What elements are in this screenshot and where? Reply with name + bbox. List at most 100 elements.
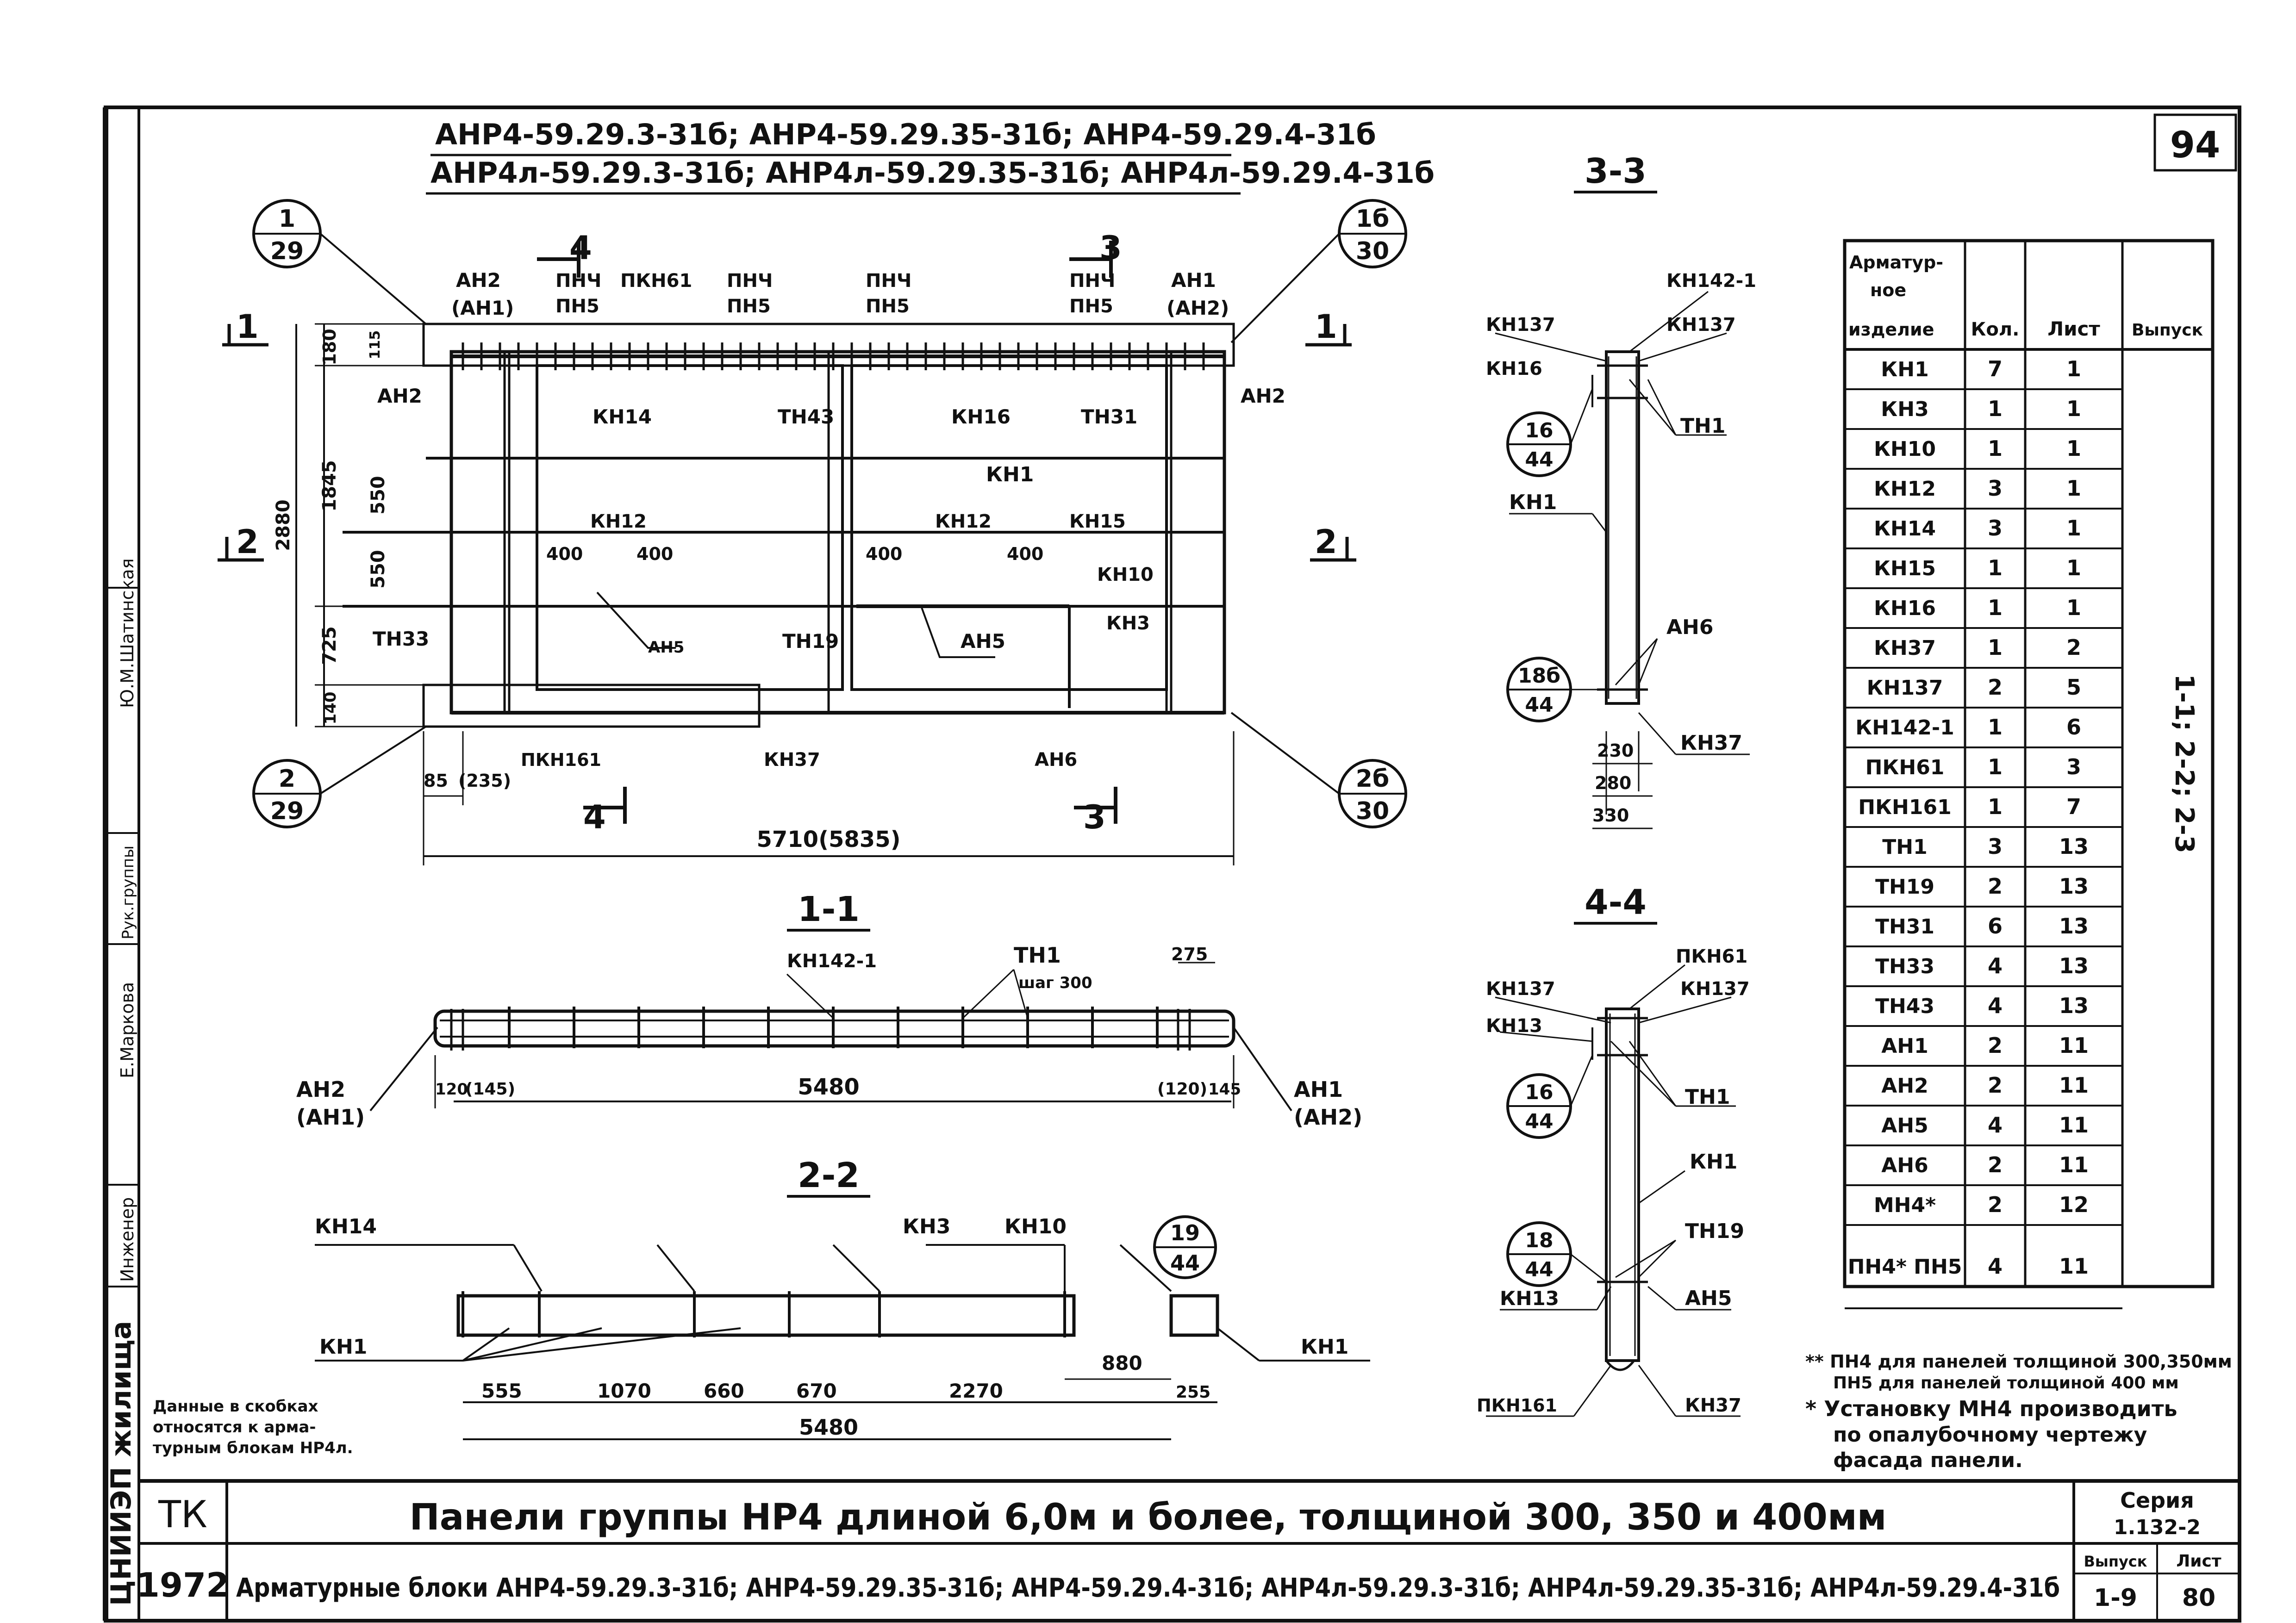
lbl-tn31: ТН31 [1081, 405, 1137, 428]
table-cell-qty: 1 [1988, 595, 2003, 620]
lbl-kn1: КН1 [986, 463, 1034, 486]
tb-subtitle: Арматурные блоки АНР4-59.29.3-31б; АНР4-… [236, 1573, 2060, 1603]
note-5: фасада панели. [1833, 1449, 2023, 1472]
lbl-pnch1: ПНЧ [555, 270, 601, 292]
table-cell-qty: 1 [1988, 715, 2003, 740]
s44-kn1: КН1 [1690, 1150, 1737, 1174]
lbl-kn3: КН3 [1106, 613, 1150, 634]
s33-kn37: КН37 [1680, 731, 1742, 755]
lbl-kn16: КН16 [951, 405, 1011, 428]
table-cell-qty: 2 [1988, 1033, 2003, 1058]
s44-c16-bottom: 44 [1525, 1110, 1553, 1133]
table-cell-item: КН15 [1874, 557, 1936, 580]
lbl-an5b: АН5 [961, 630, 1005, 653]
s22-c19-bottom: 44 [1170, 1250, 1200, 1275]
table-cell-item: МН4* [1874, 1194, 1936, 1217]
table-cell-item: АН2 [1881, 1074, 1928, 1098]
dim-725: 725 [319, 626, 340, 665]
table-cell-sheet: 11 [2059, 1152, 2089, 1177]
lbl-kn37: КН37 [764, 749, 820, 771]
tb-seria-label: Серия [2120, 1488, 2194, 1513]
title-block: ТК 1972 Панели группы НР4 длиной 6,0м и … [137, 1479, 2240, 1621]
side-note-l2: относятся к арма- [153, 1418, 316, 1436]
title-2-2: 2-2 [798, 1156, 860, 1195]
table-cell-qty: 4 [1988, 953, 2003, 978]
s33-d230: 230 [1597, 740, 1634, 761]
section-4-4: 4-4 ПКН61 КН137 КН137 КН13 [1477, 883, 1750, 1417]
tb-list-label: Лист [2176, 1552, 2221, 1571]
section-2-2: 2-2 КН14 КН3 КН10 КН1 КН1 19 44 555 1070… [315, 1156, 1370, 1440]
table-cell-item: ТН19 [1875, 875, 1934, 899]
s11-d120p: (120) [1157, 1080, 1207, 1099]
dim-115: 115 [367, 330, 383, 360]
dim-400d: 400 [1007, 544, 1043, 564]
dim-140: 140 [321, 692, 340, 725]
s11-an2: АН2 [296, 1077, 345, 1102]
lbl-kn10: КН10 [1097, 564, 1154, 585]
s44-kn13a: КН13 [1486, 1015, 1542, 1037]
lbl-pn5b: ПН5 [727, 296, 771, 317]
cut-mark-3-bottom: 3 [1083, 798, 1106, 836]
th-qty: Кол. [1971, 319, 2020, 340]
th-item-l2: ное [1870, 280, 1906, 300]
s22-d880: 880 [1102, 1352, 1142, 1374]
table-cell-qty: 2 [1988, 1192, 2003, 1217]
s44-kn13b: КН13 [1500, 1287, 1559, 1310]
table-cell-sheet: 2 [2066, 635, 2081, 660]
lbl-pnch3: ПНЧ [866, 270, 911, 292]
table-cell-qty: 3 [1988, 834, 2003, 859]
lbl-pn5a: ПН5 [555, 296, 599, 317]
lbl-kn12b: КН12 [935, 511, 992, 532]
s33-d330: 330 [1592, 805, 1629, 826]
s33-kn137b: КН137 [1666, 314, 1736, 336]
lbl-an2c: АН2 [377, 385, 422, 407]
strip-role1: Инженер [117, 1197, 137, 1282]
table-issue-value: 1-1; 2-2; 2-3 [2169, 674, 2199, 853]
dim-400a: 400 [546, 544, 583, 564]
s11-d120: 120 [435, 1080, 468, 1099]
lbl-pkn61: ПКН61 [620, 270, 692, 292]
strip-name1: Е.Маркова [117, 982, 137, 1078]
s33-tn1: ТН1 [1680, 414, 1725, 438]
table-cell-item: КН1 [1881, 358, 1928, 381]
tb-issue-label: Выпуск [2084, 1553, 2147, 1570]
table-cell-sheet: 13 [2059, 993, 2089, 1018]
title-4-4: 4-4 [1585, 883, 1647, 922]
table-cell-item: КН16 [1874, 597, 1936, 620]
table-cell-sheet: 11 [2059, 1113, 2089, 1138]
s33-d280: 280 [1595, 773, 1631, 793]
lbl-pnch4: ПНЧ [1069, 270, 1115, 292]
lbl-kn15: КН15 [1069, 511, 1126, 532]
table-cell-qty: 3 [1988, 476, 2003, 501]
s11-step: шаг 300 [1018, 974, 1092, 992]
lbl-pn5c: ПН5 [866, 296, 910, 317]
note-1: ** ПН4 для панелей толщиной 300,350мм [1805, 1351, 2232, 1372]
s22-d2270: 2270 [949, 1380, 1003, 1402]
s11-tn1: ТН1 [1014, 943, 1061, 968]
table-cell-sheet: 13 [2059, 914, 2089, 939]
table-cell-sheet: 11 [2059, 1073, 2089, 1098]
table-cell-sheet: 13 [2059, 953, 2089, 978]
callout-2-top: 2 [279, 765, 295, 793]
elevation-view: 1 29 1б 30 2 29 2б 30 4 3 4 3 1 1 2 2 АН… [218, 199, 1407, 865]
table-cell-sheet: 1 [2066, 396, 2081, 421]
s44-kn137a: КН137 [1486, 978, 1555, 1000]
table-cell-sheet: 12 [2059, 1192, 2089, 1217]
table-cell-sheet: 11 [2059, 1254, 2089, 1279]
note-2: ПН5 для панелей толщиной 400 мм [1833, 1374, 2179, 1393]
table-cell-qty: 1 [1988, 635, 2003, 660]
callout-2b-bottom: 30 [1356, 797, 1389, 825]
tb-list: 80 [2182, 1584, 2215, 1612]
notes: ** ПН4 для панелей толщиной 300,350мм ПН… [1805, 1351, 2232, 1472]
sheet-number: 94 [2170, 124, 2221, 166]
dim-5710: 5710(5835) [756, 827, 900, 852]
s33-kn137a: КН137 [1486, 314, 1555, 336]
s11-an1p: (АН1) [296, 1105, 365, 1130]
lbl-an2d: АН2 [1241, 385, 1285, 407]
lbl-tn19: ТН19 [782, 630, 839, 653]
left-signature-strip: ЦНИИЭП жилища Инженер Е.Маркова Рук.груп… [105, 558, 139, 1606]
table-cell-sheet: 1 [2066, 595, 2081, 620]
s22-d1070: 1070 [597, 1380, 651, 1402]
table-cell-qty: 1 [1988, 555, 2003, 580]
